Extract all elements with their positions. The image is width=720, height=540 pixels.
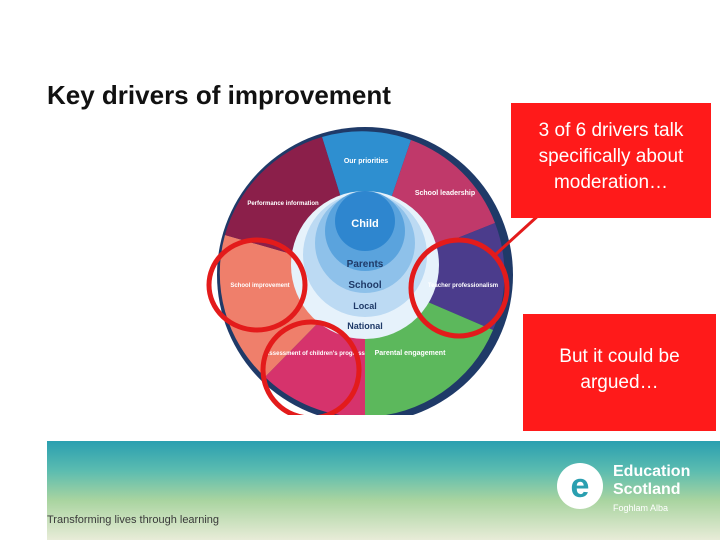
segment-label-school-leadership: School leadership — [415, 190, 475, 197]
footer-tagline: Transforming lives through learning — [47, 514, 220, 526]
ring-label-school: School — [348, 280, 382, 291]
highlight-circle-assessment — [260, 319, 362, 415]
segment-label-performance-information: Performance information — [247, 201, 319, 207]
footer-banner: Transforming lives through learning e Ed… — [47, 441, 720, 540]
ring-child — [335, 191, 395, 251]
callout-bottom: But it could be argued… — [523, 314, 716, 431]
ring-label-parents: Parents — [347, 259, 384, 270]
segment-label-school-improvement: School improvement — [230, 283, 289, 289]
ring-label-national: National — [347, 321, 383, 331]
logo-letter: e — [570, 467, 590, 505]
ring-label-child: Child — [351, 218, 379, 230]
highlight-circle-teacher-professionalism — [408, 237, 510, 339]
highlight-circle-school-improvement — [206, 237, 308, 333]
segment-label-assessment: Assessment of children's progress — [265, 351, 365, 357]
callout-top: 3 of 6 drivers talk specifically about m… — [511, 103, 711, 218]
ring-label-local: Local — [353, 301, 377, 311]
logo-line2: Scotland — [613, 481, 681, 498]
segment-label-teacher-professionalism: Teacher professionalism — [428, 283, 498, 289]
slide-title: Key drivers of improvement — [47, 80, 391, 110]
logo-line3: Foghlam Alba — [613, 503, 669, 513]
drivers-wheel: Child Parents School Local National Our … — [206, 127, 513, 415]
segment-label-our-priorities: Our priorities — [344, 158, 388, 165]
education-scotland-logo-icon — [557, 463, 603, 509]
segment-label-parental-engagement: Parental engagement — [375, 350, 446, 357]
logo-line1: Education — [613, 463, 691, 480]
